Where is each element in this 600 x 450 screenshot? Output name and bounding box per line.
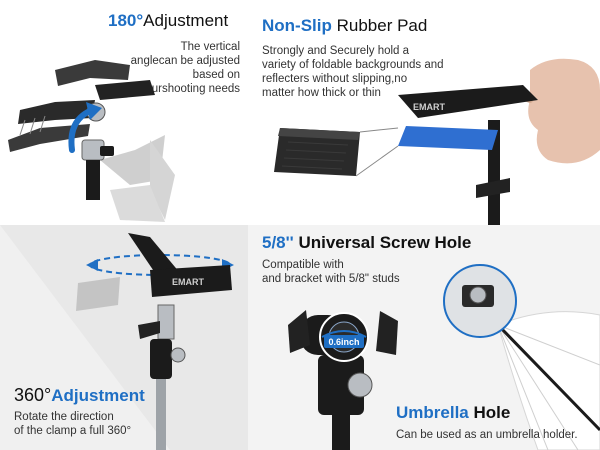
rubber-pad-illustration: EMART (274, 58, 600, 225)
hand-image (505, 58, 600, 164)
stand-pole-image (86, 160, 100, 200)
umbrella-image (496, 311, 600, 450)
description-line: Strongly and Securely hold a (262, 45, 410, 57)
screw-hole-illustration: 0.6inch (288, 264, 600, 450)
description-line: matter how thick or thin (262, 87, 381, 99)
heading-non-slip-rubber-pad: Non-Slip Rubber Pad (262, 16, 427, 36)
heading-360-adjustment: 360°Adjustment (14, 385, 145, 406)
heading-rest: Adjustment (143, 11, 229, 30)
panel-180-adjustment: 180°Adjustment The vertical anglecan be … (0, 0, 248, 225)
swivel-joint-image (157, 304, 175, 340)
ghost-clamp-image (100, 135, 175, 222)
heading-rest: Hole (468, 403, 511, 422)
description-line: and bracket with 5/8" studs (262, 273, 400, 285)
heading-180-adjustment: 180°Adjustment (108, 11, 228, 31)
heading-rest: Universal Screw Hole (293, 233, 472, 252)
zoom-guide-lines (355, 127, 399, 177)
description-line: Rotate the direction (14, 411, 114, 423)
blue-rubber-pad-image (398, 126, 498, 150)
heading-accent: Umbrella (396, 403, 469, 422)
hole-size-label: 0.6inch (328, 337, 359, 347)
clamp-360-illustration: EMART (76, 233, 234, 450)
heading-rest: Rubber Pad (331, 16, 428, 35)
panel-non-slip-rubber-pad: Non-Slip Rubber Pad Strongly and Securel… (248, 0, 600, 225)
clamp-plate-image (150, 265, 232, 297)
description-line: variety of foldable backgrounds and (262, 59, 444, 71)
spring-clamp-image (8, 60, 155, 152)
size-badge (324, 335, 364, 348)
heading-universal-screw-hole: 5/8'' Universal Screw Hole (262, 233, 471, 253)
description-line: Can be used as an umbrella holder. (396, 429, 578, 441)
brand-mark: EMART (172, 277, 204, 287)
description-line: reflecters without slipping,no (262, 73, 408, 85)
heading-accent: 180° (108, 11, 144, 30)
description-line: The vertical (180, 41, 240, 53)
description-360: Rotate the direction of the clamp a full… (14, 410, 131, 438)
tightening-knob-image (347, 372, 373, 398)
heading-accent: Adjustment (51, 386, 145, 405)
description-screw-hole: Compatible with and bracket with 5/8" st… (262, 258, 400, 286)
description-180: The vertical anglecan be adjusted based … (131, 40, 240, 96)
description-umbrella-hole: Can be used as an umbrella holder. (396, 428, 578, 442)
description-line: yourshooting needs (139, 83, 240, 95)
stand-pole-image (156, 379, 166, 450)
panel-360-adjustment: EMART 360°Adjustment Rotate the directio… (0, 225, 248, 450)
pad-closeup-image (274, 128, 360, 176)
description-line: Compatible with (262, 259, 344, 271)
brand-mark: EMART (413, 102, 445, 112)
arrow-head-icon (86, 102, 102, 120)
heading-accent: 5/8'' (262, 233, 294, 252)
clamp-rotation-illustration (8, 60, 175, 222)
heading-umbrella-hole: Umbrella Hole (396, 403, 510, 423)
description-line: anglecan be adjusted (130, 55, 240, 67)
description-line: of the clamp a full 360° (14, 425, 132, 437)
heading-accent: Non-Slip (262, 16, 332, 35)
bracket-image (288, 310, 398, 450)
heading-degree: 360° (14, 385, 52, 405)
description-line: based on (192, 69, 240, 81)
description-rubber-pad: Strongly and Securely hold a variety of … (262, 44, 444, 100)
panel-universal-screw-hole: 0.6inch 5/8'' Universal Screw Hole Compa… (248, 225, 600, 450)
arrow-head-left-icon (86, 259, 98, 271)
clamp-top-image (398, 85, 538, 118)
ghost-clamp-image (76, 277, 120, 311)
